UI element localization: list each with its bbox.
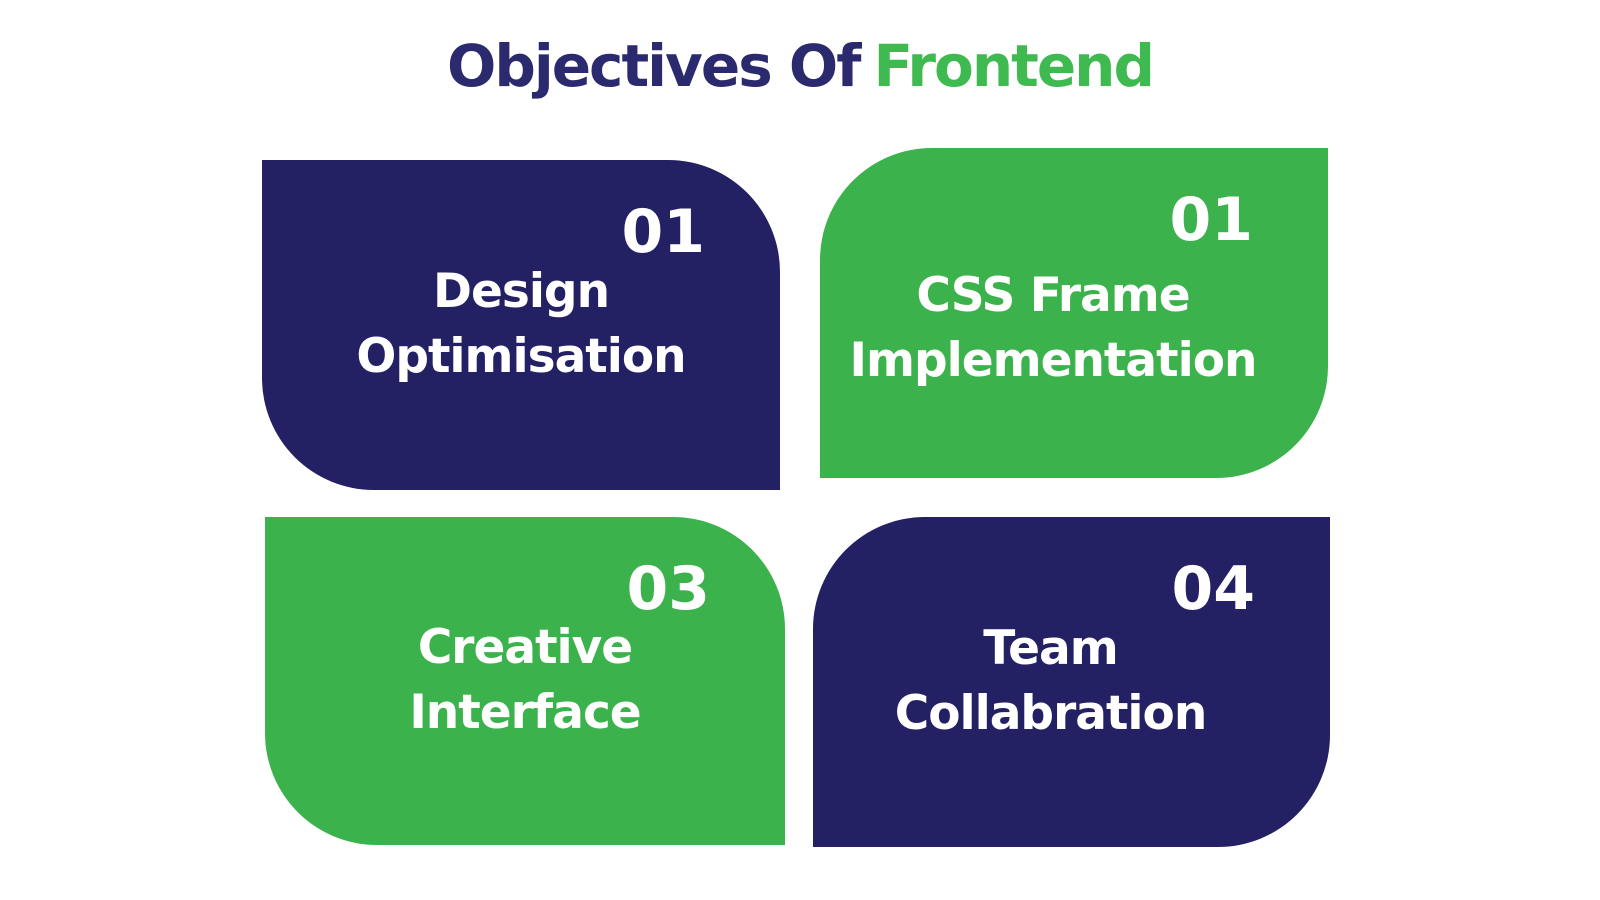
card-title-line-2: Optimisation — [356, 329, 686, 384]
page-title-navy-part: Objectives Of — [447, 32, 861, 100]
card-title-line-2: Interface — [409, 685, 641, 740]
card-css-frame-implementation: 01 CSS Frame Implementation — [820, 148, 1328, 478]
card-design-optimisation: 01 Design Optimisation — [262, 160, 780, 490]
card-title: Team Collabration — [813, 617, 1330, 747]
card-number: 01 — [621, 197, 706, 267]
card-number: 03 — [626, 554, 711, 624]
card-title-line-1: Team — [983, 621, 1118, 677]
card-title-line-2: Collabration — [894, 686, 1208, 741]
card-title-line-1: CSS Frame — [916, 268, 1190, 324]
card-title: Creative Interface — [265, 616, 785, 746]
card-title-line-1: Creative — [417, 620, 633, 676]
card-creative-interface: 03 Creative Interface — [265, 517, 785, 845]
card-number: 04 — [1171, 554, 1256, 624]
card-title-line-2: Implementation — [849, 333, 1258, 388]
card-number: 01 — [1169, 185, 1254, 255]
card-team-collabration: 04 Team Collabration — [813, 517, 1330, 847]
card-title: CSS Frame Implementation — [820, 264, 1328, 394]
page-title-green-part: Frontend — [873, 32, 1155, 100]
card-title: Design Optimisation — [262, 260, 780, 390]
card-title-line-1: Design — [432, 264, 610, 320]
